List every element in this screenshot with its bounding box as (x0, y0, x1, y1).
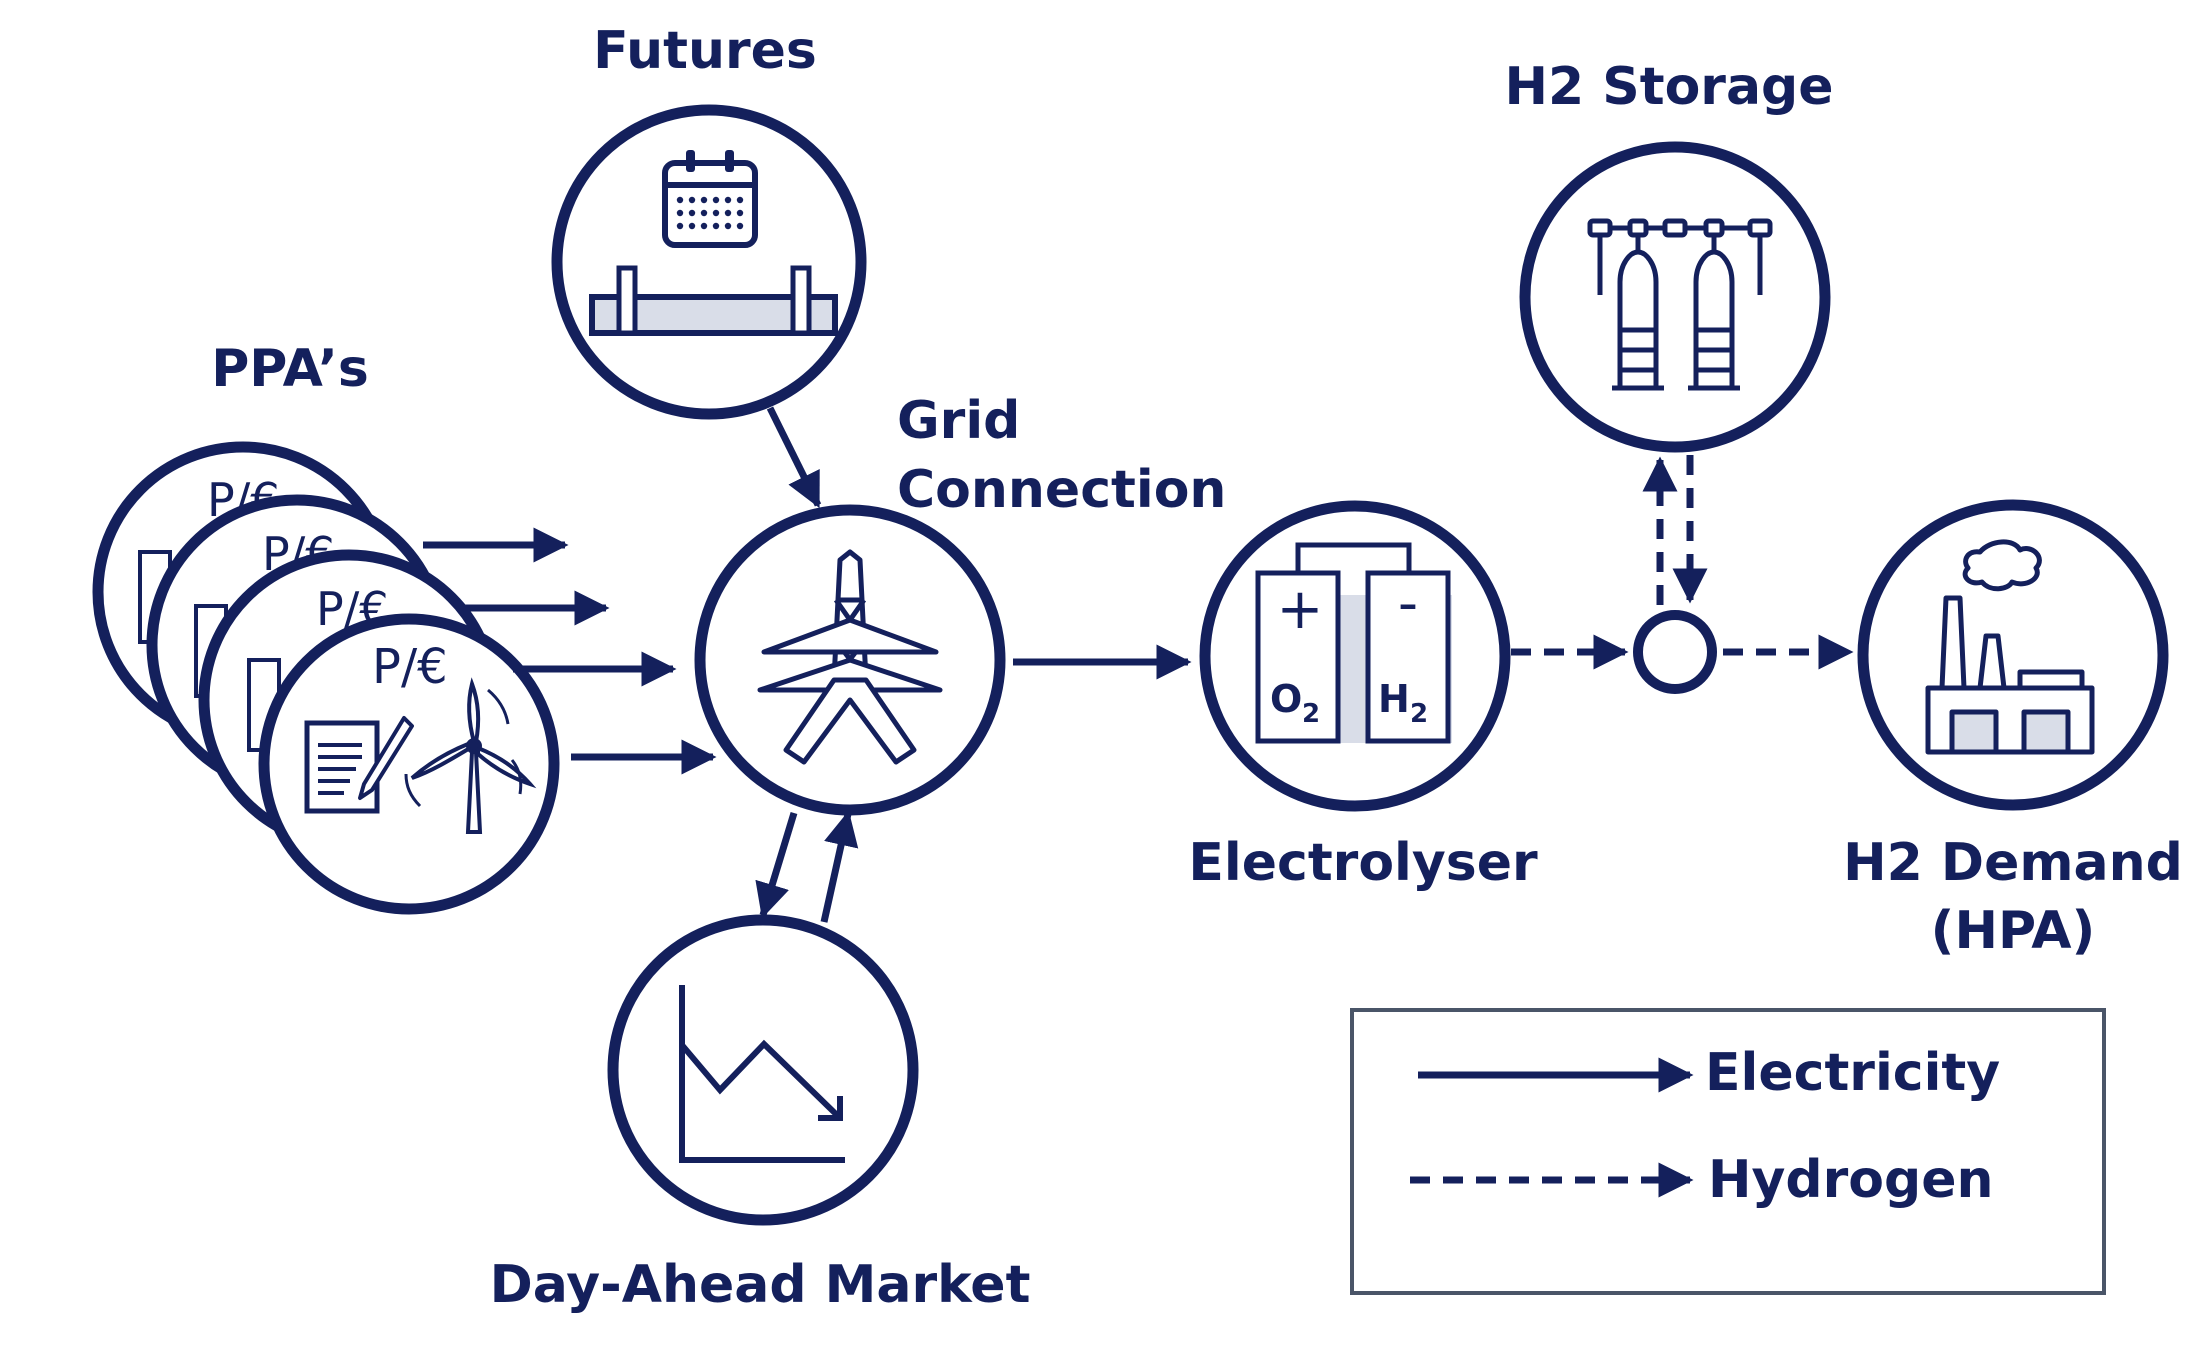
calendar-icon (662, 150, 758, 248)
gas-cylinders-icon (1587, 218, 1773, 391)
hydrogen-flows (1511, 455, 1854, 670)
h2-demand-label-line1: H2 Demand (1843, 833, 2183, 893)
oxygen-symbol: O (1270, 677, 1302, 721)
contract-pen-icon (304, 716, 414, 814)
legend: Electricity Hydrogen (1350, 1008, 2106, 1295)
oxygen-subscript: 2 (1302, 699, 1320, 729)
electrolyser-node: + - O 2 H 2 (1199, 500, 1511, 812)
h2-junction-node (1633, 610, 1717, 694)
h2-demand-node (1857, 499, 2169, 811)
electrolysis-cell-icon: + - O 2 H 2 (1255, 542, 1452, 744)
day-ahead-market-node (607, 914, 919, 1226)
grid-connection-label-line2: Connection (897, 460, 1226, 520)
grid-connection-label-line1: Grid (897, 391, 1020, 451)
futures-circle (551, 104, 867, 420)
ppas-label: PPA’s (211, 339, 369, 399)
cathode-icon (1365, 570, 1451, 744)
h2-storage-node (1519, 141, 1831, 453)
grid-connection-node (694, 504, 1006, 816)
futures-to-grid-arrow (766, 406, 822, 509)
futures-node (551, 104, 867, 420)
plus-sign: + (1277, 577, 1324, 642)
grid-to-day-ahead-arrow (755, 811, 798, 919)
futures-label: Futures (593, 21, 817, 81)
anode-icon (1255, 570, 1341, 744)
ppa-stack: P/€ P/€ P/€ P/€ (92, 441, 560, 915)
baseload-block-icon (589, 265, 838, 336)
transmission-tower-icon (757, 549, 943, 765)
day-ahead-to-grid-arrow (820, 810, 859, 923)
electricity-flows (423, 406, 1192, 923)
ppa-price-label: P/€ (372, 639, 448, 695)
day-ahead-market-circle (607, 914, 919, 1226)
wind-turbine-icon (404, 677, 537, 834)
minus-sign: - (1398, 571, 1418, 636)
h2-demand-label-line2: (HPA) (1931, 901, 2096, 961)
legend-electricity-label: Electricity (1705, 1043, 2000, 1103)
hydrogen-subscript: 2 (1410, 699, 1428, 729)
hydrogen-symbol: H (1378, 677, 1410, 721)
h2-storage-circle (1519, 141, 1831, 453)
legend-hydrogen-label: Hydrogen (1708, 1150, 1994, 1210)
legend-box (1350, 1008, 2106, 1295)
factory-icon (1925, 539, 2095, 755)
electrolyser-label: Electrolyser (1188, 833, 1538, 893)
h2-storage-label: H2 Storage (1504, 57, 1833, 117)
day-ahead-market-label: Day-Ahead Market (490, 1255, 1031, 1315)
ppa-card-front: P/€ (258, 613, 560, 915)
declining-chart-icon (679, 985, 845, 1163)
